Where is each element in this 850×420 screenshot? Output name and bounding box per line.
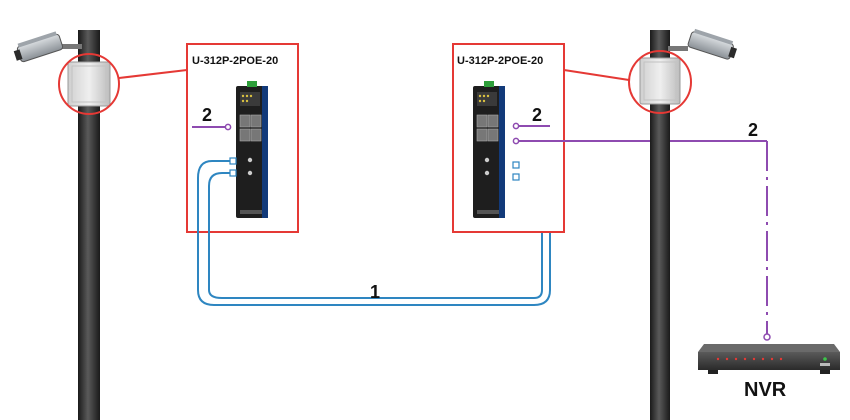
left-cable-label: 2 bbox=[202, 105, 212, 125]
left-poe-cable bbox=[192, 123, 232, 131]
nvr-link bbox=[512, 137, 771, 341]
surveillance-camera-icon bbox=[13, 31, 82, 63]
right-cable-label: 2 bbox=[532, 105, 542, 125]
nvr-icon bbox=[698, 344, 840, 374]
right-device-model: U-312P-2POE-20 bbox=[457, 55, 543, 67]
surveillance-camera-icon bbox=[668, 28, 737, 60]
right-fiber-ports bbox=[512, 161, 520, 181]
left-callout-line bbox=[118, 69, 188, 79]
right-pole bbox=[650, 30, 670, 420]
right-device-panel: U-312P-2POE-20 bbox=[452, 43, 565, 233]
junction-box-icon bbox=[58, 53, 120, 115]
left-device-model: U-312P-2POE-20 bbox=[192, 55, 278, 67]
right-switch-icon bbox=[473, 81, 505, 218]
right-callout-line bbox=[563, 69, 630, 81]
right-poe-cable bbox=[512, 122, 550, 130]
nvr-label: NVR bbox=[744, 379, 787, 401]
left-pole bbox=[78, 30, 100, 420]
fiber-link-label: 1 bbox=[370, 282, 380, 302]
junction-box-icon bbox=[628, 50, 692, 114]
left-switch-icon bbox=[236, 81, 268, 218]
nvr-link-label: 2 bbox=[748, 120, 758, 140]
